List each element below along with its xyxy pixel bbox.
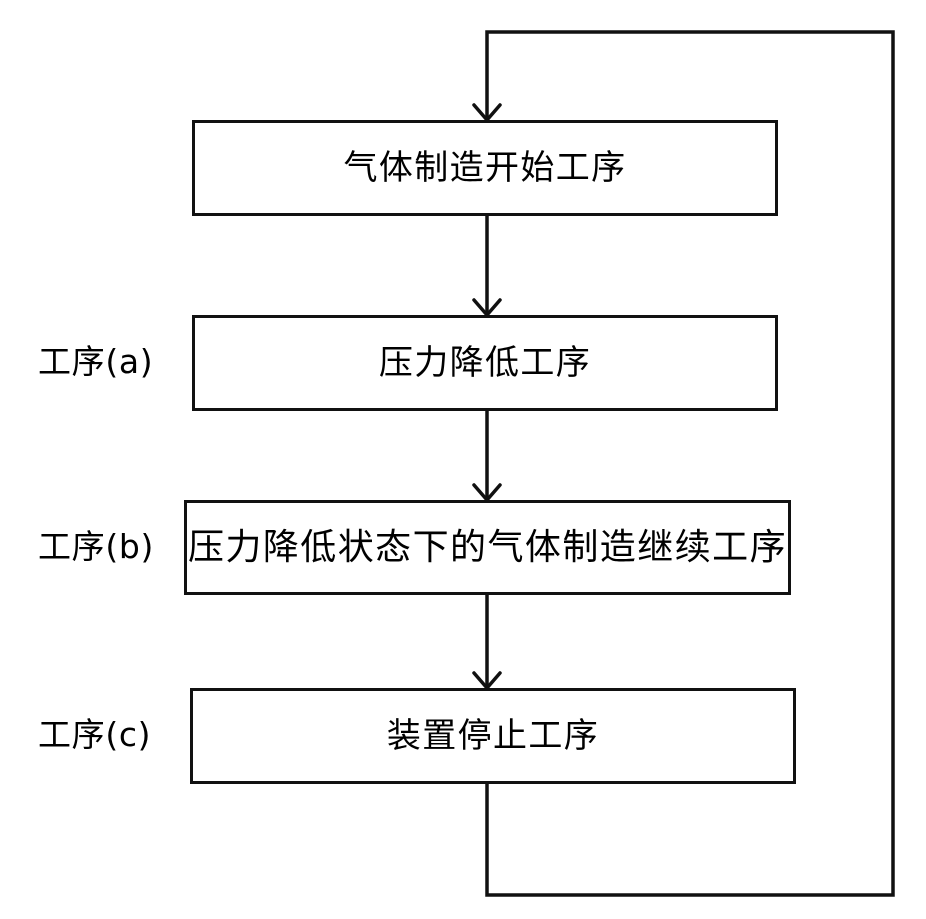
arrowhead-into-b bbox=[472, 483, 502, 502]
stage-caption-c: 工序(c) bbox=[38, 715, 152, 754]
arrowhead-into-a bbox=[472, 298, 502, 317]
stage-caption-b: 工序(b) bbox=[38, 527, 154, 566]
arrowhead-into-c bbox=[472, 671, 502, 690]
process-node-start-label: 气体制造开始工序 bbox=[343, 148, 627, 188]
process-node-b[interactable]: 压力降低状态下的气体制造继续工序 bbox=[184, 500, 791, 595]
stage-caption-a: 工序(a) bbox=[38, 342, 154, 381]
process-node-a-label: 压力降低工序 bbox=[378, 343, 592, 383]
process-node-b-label: 压力降低状态下的气体制造继续工序 bbox=[187, 526, 788, 568]
process-node-start[interactable]: 气体制造开始工序 bbox=[192, 120, 778, 216]
arrowhead-into-start bbox=[472, 103, 502, 122]
process-node-a[interactable]: 压力降低工序 bbox=[192, 315, 778, 411]
process-node-c-label: 装置停止工序 bbox=[386, 716, 600, 756]
process-node-c[interactable]: 装置停止工序 bbox=[190, 688, 796, 784]
